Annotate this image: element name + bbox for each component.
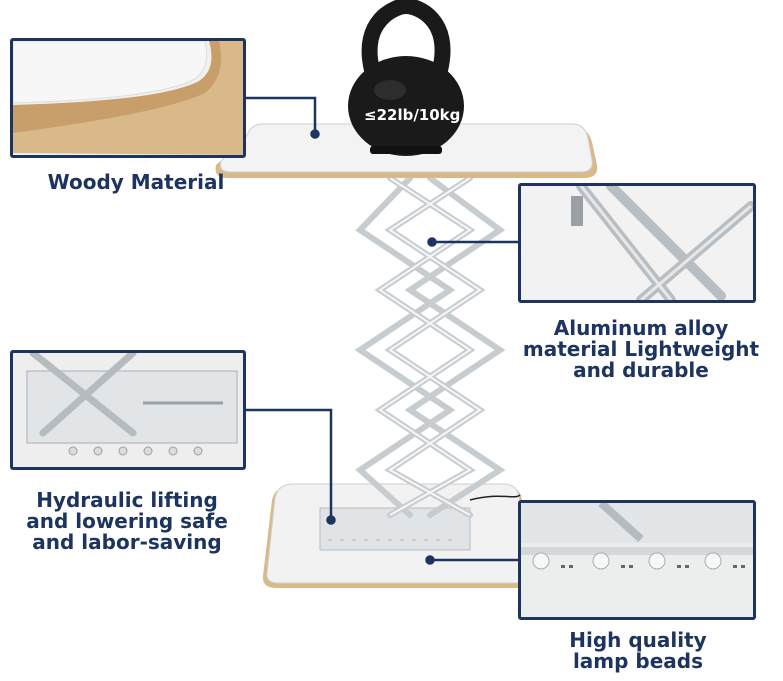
label-hydraulic-line-3: and labor-saving	[32, 530, 222, 554]
aluminum-detail	[521, 186, 753, 300]
inset-wood-edge	[10, 38, 246, 158]
scissor-lift	[354, 175, 506, 518]
label-hydraulic-lifting: Hydraulic lifting and lowering safe and …	[2, 490, 252, 553]
wood-edge-detail	[13, 41, 243, 155]
label-lamp-line-2: lamp beads	[572, 649, 704, 673]
scissor-lift-highlights	[378, 177, 482, 516]
label-aluminum-line-1: Aluminum alloy	[553, 316, 729, 340]
lamp-beads-detail	[521, 503, 753, 617]
inset-aluminum-scissor	[518, 183, 756, 303]
label-aluminum-line-3: and durable	[573, 358, 709, 382]
weight-capacity-label: ≤22lb/10kg	[364, 106, 461, 124]
label-hydraulic-line-1: Hydraulic lifting	[36, 488, 218, 512]
base-board	[262, 483, 539, 588]
label-aluminum-alloy: Aluminum alloy material Lightweight and …	[496, 318, 783, 381]
kettlebell	[348, 0, 464, 156]
callout-lines	[245, 96, 518, 565]
label-lamp-beads: High quality lamp beads	[518, 630, 758, 672]
inset-hydraulic-base	[10, 350, 246, 470]
label-aluminum-line-2: material Lightweight	[522, 337, 760, 361]
label-woody-material: Woody Material	[47, 170, 225, 194]
inset-lamp-beads	[518, 500, 756, 620]
label-lamp-line-1: High quality	[569, 628, 707, 652]
hydraulic-detail	[13, 353, 243, 467]
label-hydraulic-line-2: and lowering safe	[26, 509, 228, 533]
